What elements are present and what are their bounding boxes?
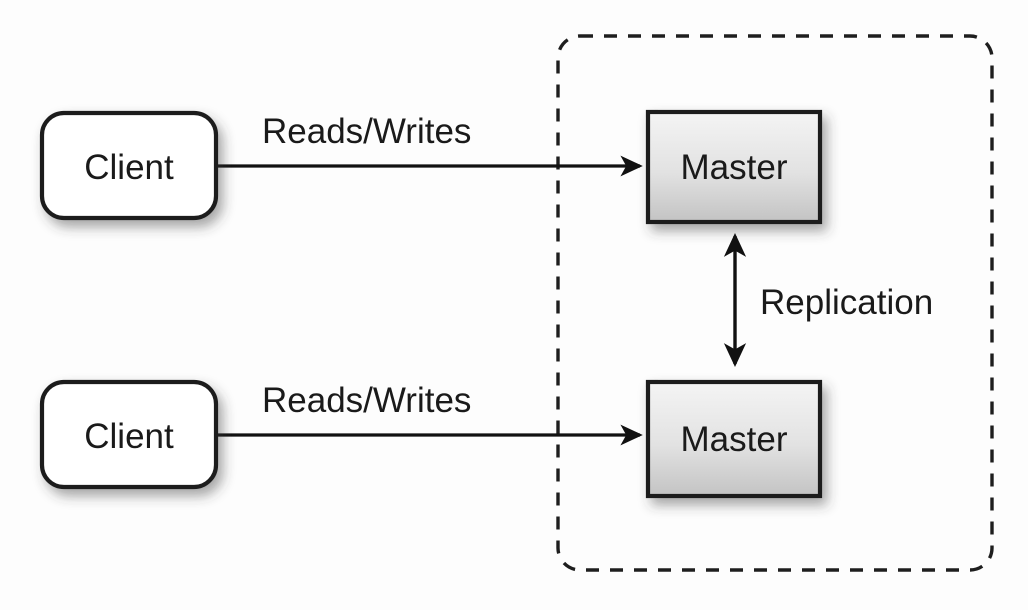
client-bottom-label: Client	[84, 417, 174, 456]
client-top-shape	[39, 110, 219, 221]
edge-label-reads-writes-top: Reads/Writes	[262, 112, 471, 151]
client-bottom-shape	[39, 379, 219, 490]
node-master-top[interactable]: Master	[645, 109, 823, 225]
node-client-bottom[interactable]: Client	[39, 379, 219, 490]
master-top-shape	[645, 109, 823, 225]
master-bottom-shape	[645, 379, 823, 499]
replication-cluster-boundary	[556, 34, 994, 572]
edge-label-replication: Replication	[760, 283, 933, 322]
node-client-top[interactable]: Client	[39, 110, 219, 221]
edge-label-reads-writes-bottom: Reads/Writes	[262, 381, 471, 420]
master-top-label: Master	[681, 148, 788, 187]
node-master-bottom[interactable]: Master	[645, 379, 823, 499]
master-bottom-label: Master	[681, 420, 788, 459]
client-top-label: Client	[84, 148, 174, 187]
